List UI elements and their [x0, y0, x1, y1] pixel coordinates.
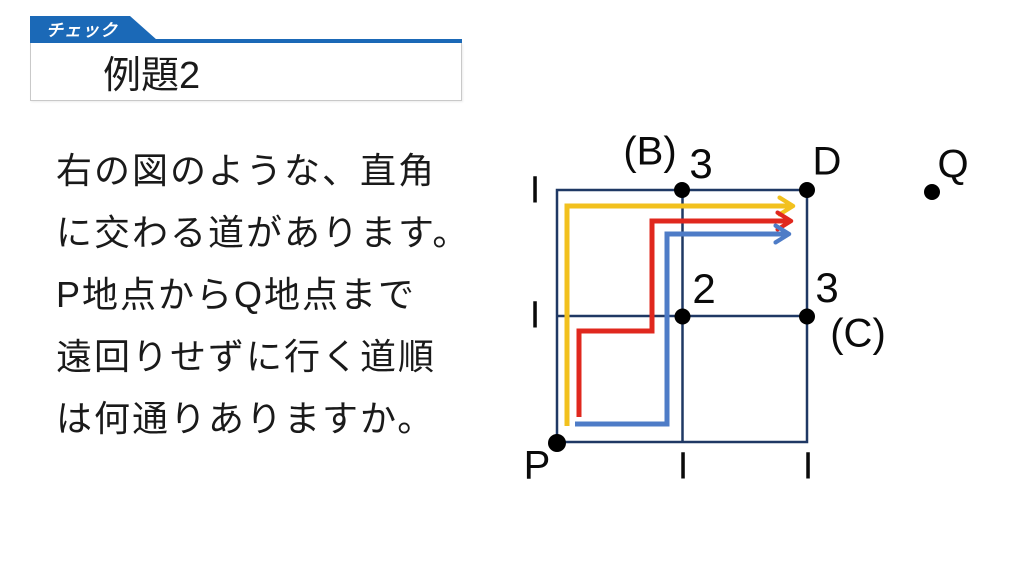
route-red-path: [576, 210, 794, 417]
point-q-dot: [924, 184, 940, 200]
problem-line-3: P地点からQ地点まで: [56, 274, 417, 315]
count-at-b: 3: [689, 140, 713, 187]
point-b-dot: [674, 182, 690, 198]
problem-text: 右の図のような、直角 に交わる道があります。 P地点からQ地点まで 遠回りせずに…: [56, 140, 486, 450]
route-yellow-path: [564, 195, 796, 426]
problem-line-2: に交わる道があります。: [56, 212, 471, 253]
label-point-p: P: [523, 443, 551, 488]
count-one-mark-bottom-center: I: [677, 445, 689, 488]
title-box: 例題2: [30, 43, 462, 101]
check-tab-label: チェック: [46, 20, 118, 40]
label-point-b: (B): [623, 129, 677, 174]
route-blue-path: [575, 223, 792, 427]
point-p-dot: [548, 434, 566, 452]
page-title: 例題2: [103, 55, 201, 97]
point-d-dot: [799, 182, 815, 198]
label-point-q: Q: [937, 142, 969, 187]
point-center-dot: [674, 308, 691, 325]
header-rule: [30, 39, 462, 43]
count-one-mark-left-top: I: [529, 169, 541, 212]
label-point-d: D: [812, 139, 842, 184]
count-one-mark-left-middle: I: [529, 294, 541, 337]
count-at-center: 2: [692, 265, 716, 312]
label-point-c: (C): [830, 311, 886, 356]
count-one-mark-bottom-right: I: [802, 445, 814, 488]
count-at-c: 3: [815, 264, 839, 311]
problem-line-4: 遠回りせずに行く道順: [56, 336, 437, 377]
problem-line-5: は何通りありますか。: [56, 398, 436, 439]
point-c-dot: [799, 308, 815, 325]
problem-line-1: 右の図のような、直角: [56, 150, 437, 191]
